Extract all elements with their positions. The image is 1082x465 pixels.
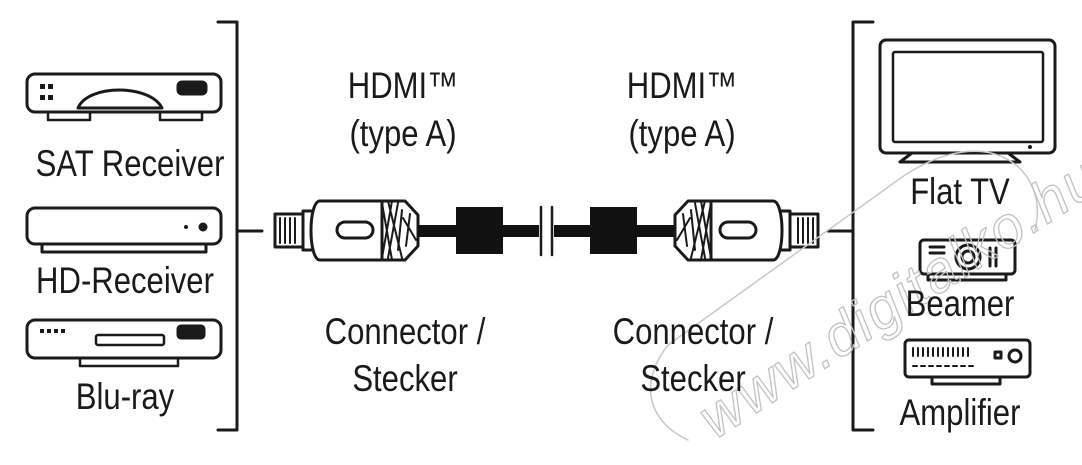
watermark-ring <box>649 150 1038 441</box>
target-device-label-amplifier: Amplifier <box>899 392 1021 433</box>
beamer-icon <box>918 238 1017 282</box>
source-device-label-sat: SAT Receiver <box>35 143 225 184</box>
right-hdmi-plug-icon <box>673 199 820 262</box>
target-device-label-beamer: Beamer <box>905 283 1015 324</box>
amplifier-icon <box>903 338 1032 386</box>
target-bracket <box>826 20 875 432</box>
flat-tv-icon <box>878 38 1057 164</box>
bluray-player-icon <box>25 318 223 368</box>
cable-left-segment <box>418 207 539 254</box>
source-bracket <box>216 20 264 432</box>
left-connector-name-line2: Stecker <box>352 358 458 399</box>
cable-right-segment <box>554 207 677 254</box>
hd-receiver-icon <box>25 206 223 254</box>
right-connector-type-line2: (type A) <box>628 113 736 154</box>
cable-break-marks <box>539 205 554 257</box>
source-device-label-bluray: Blu-ray <box>75 376 175 417</box>
right-connector-type-line1: HDMI™ <box>626 65 738 106</box>
sat-receiver-icon <box>25 72 223 122</box>
source-device-label-hd: HD-Receiver <box>36 260 214 301</box>
left-hdmi-plug-icon <box>273 199 420 262</box>
left-connector-name-line1: Connector / <box>324 311 486 352</box>
left-connector-type-line2: (type A) <box>349 113 457 154</box>
target-device-label-tv: Flat TV <box>910 171 1010 212</box>
left-connector-type-line1: HDMI™ <box>347 65 459 106</box>
right-connector-name-line2: Stecker <box>640 358 746 399</box>
right-connector-name-line1: Connector / <box>612 311 774 352</box>
